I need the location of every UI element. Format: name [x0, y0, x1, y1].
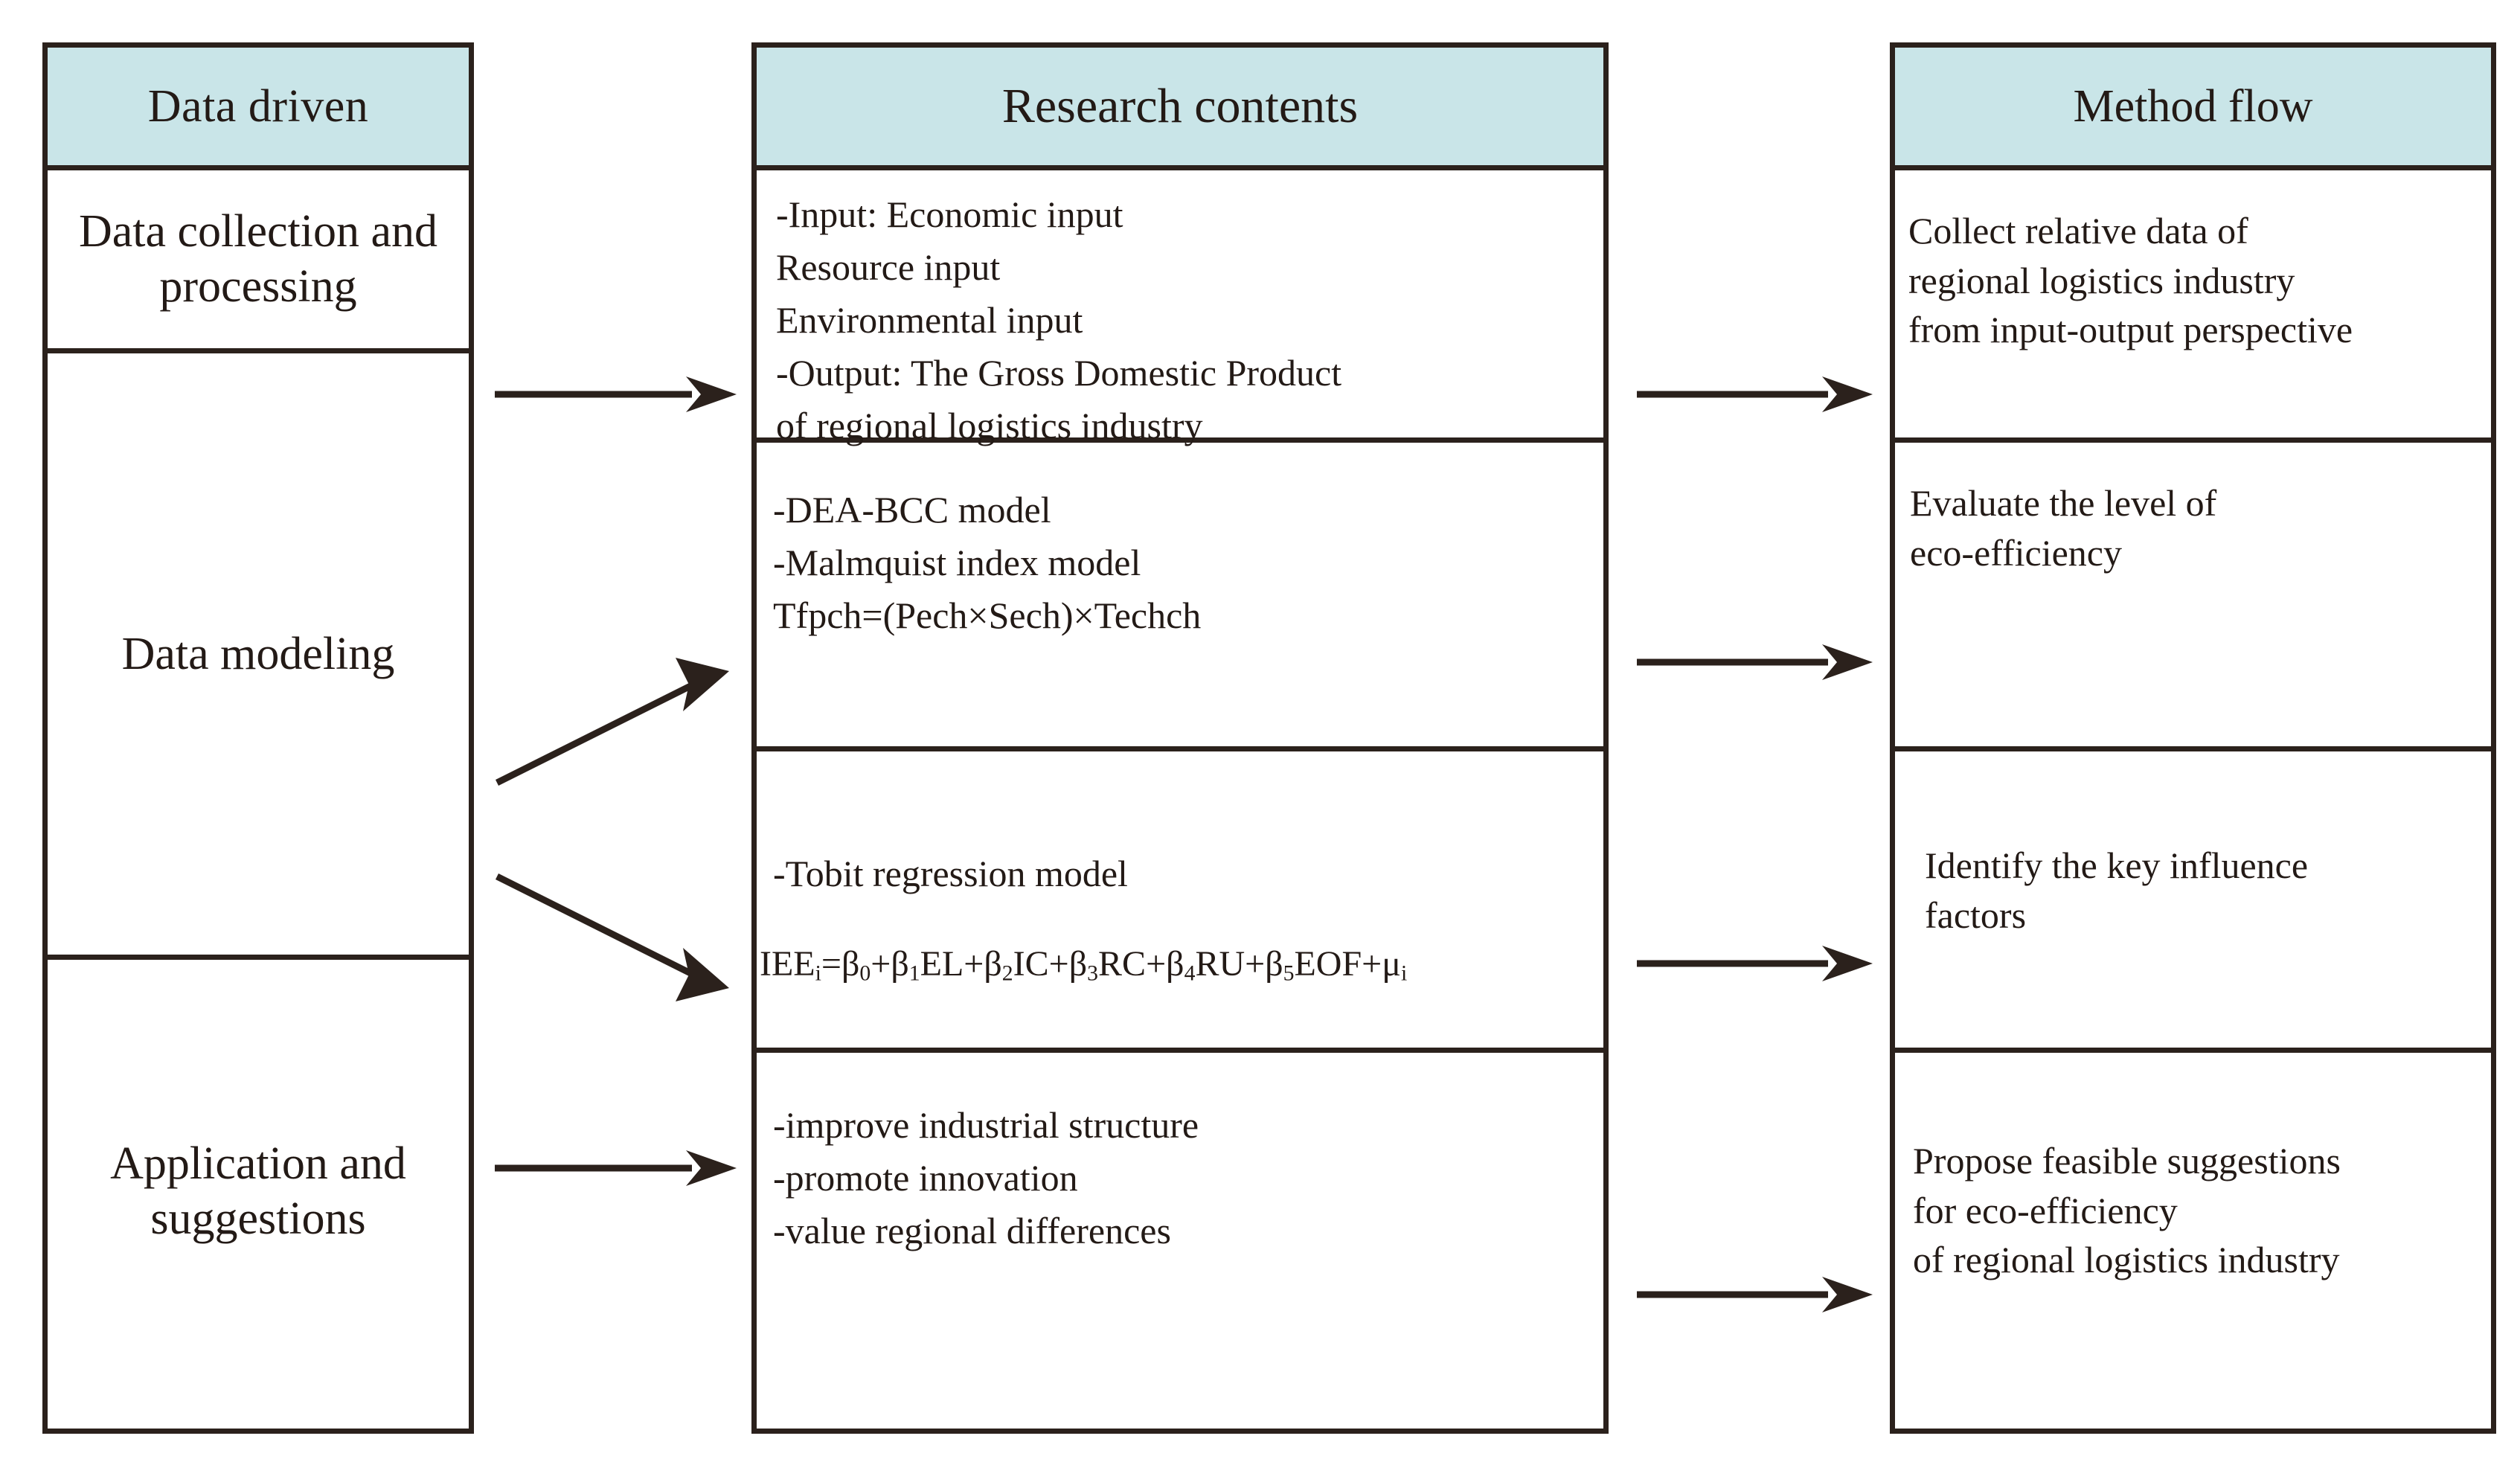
tobit-label: -Tobit regression model [773, 853, 1128, 894]
right-cell-collect-data: Collect relative data of regional logist… [1895, 170, 2491, 443]
column-header-research-contents: Research contents [757, 48, 1603, 170]
right-cell-text: Evaluate the level of eco-efficiency [1910, 482, 2217, 574]
column-header-data-driven: Data driven [48, 48, 469, 170]
middle-cell-text: -improve industrial structure -promote i… [773, 1104, 1199, 1251]
right-cell-propose-suggestions: Propose feasible suggestions for eco-eff… [1895, 1053, 2491, 1421]
middle-cell-text: -DEA-BCC model -Malmquist index model Tf… [773, 489, 1202, 636]
middle-cell-text: -Input: Economic input Resource input En… [776, 193, 1342, 446]
column-data-driven: Data driven Data collection and processi… [42, 42, 474, 1434]
right-cell-text: Identify the key influence factors [1925, 844, 2309, 936]
left-cell-label: Data modeling [121, 628, 395, 679]
arrow-left-to-middle-2 [495, 658, 729, 786]
arrow-middle-to-right-4 [1637, 1277, 1873, 1312]
header-label: Research contents [1001, 79, 1359, 133]
tobit-formula: IEEi=β0+β1EL+β2IC+β3RC+β4RU+β5EOF+μi [760, 944, 1408, 986]
left-cell-data-modeling: Data modeling [48, 353, 469, 960]
column-method-flow: Method flow Collect relative data of reg… [1890, 42, 2496, 1434]
middle-cell-suggestions: -improve industrial structure -promote i… [757, 1053, 1603, 1421]
left-cell-label: Data collection and processing [78, 206, 437, 312]
right-cell-identify-factors: Identify the key influence factors [1895, 751, 2491, 1053]
column-research-contents: Research contents -Input: Economic input… [751, 42, 1609, 1434]
arrow-left-to-middle-3 [495, 873, 729, 1001]
arrow-middle-to-right-2 [1637, 644, 1873, 680]
column-header-method-flow: Method flow [1895, 48, 2491, 170]
middle-cell-tobit: -Tobit regression model IEEi=β0+β1EL+β2I… [757, 751, 1603, 1053]
right-cell-text: Propose feasible suggestions for eco-eff… [1913, 1140, 2341, 1280]
header-label: Method flow [2073, 80, 2313, 132]
left-cell-label: Application and suggestions [110, 1138, 406, 1244]
left-cell-data-collection: Data collection and processing [48, 170, 469, 353]
left-cell-application-suggestions: Application and suggestions [48, 960, 469, 1423]
arrow-left-to-middle-4 [495, 1150, 737, 1186]
arrow-left-to-middle-1 [495, 376, 737, 412]
right-cell-evaluate-eco-efficiency: Evaluate the level of eco-efficiency [1895, 443, 2491, 751]
header-label: Data driven [147, 80, 369, 132]
arrow-middle-to-right-3 [1637, 946, 1873, 981]
middle-cell-dea-malmquist: -DEA-BCC model -Malmquist index model Tf… [757, 443, 1603, 751]
right-cell-text: Collect relative data of regional logist… [1908, 210, 2353, 350]
middle-cell-text: -Tobit regression model IEEi=β0+β1EL+β2I… [757, 751, 1407, 1042]
arrow-middle-to-right-1 [1637, 376, 1873, 412]
middle-cell-input-output: -Input: Economic input Resource input En… [757, 170, 1603, 446]
